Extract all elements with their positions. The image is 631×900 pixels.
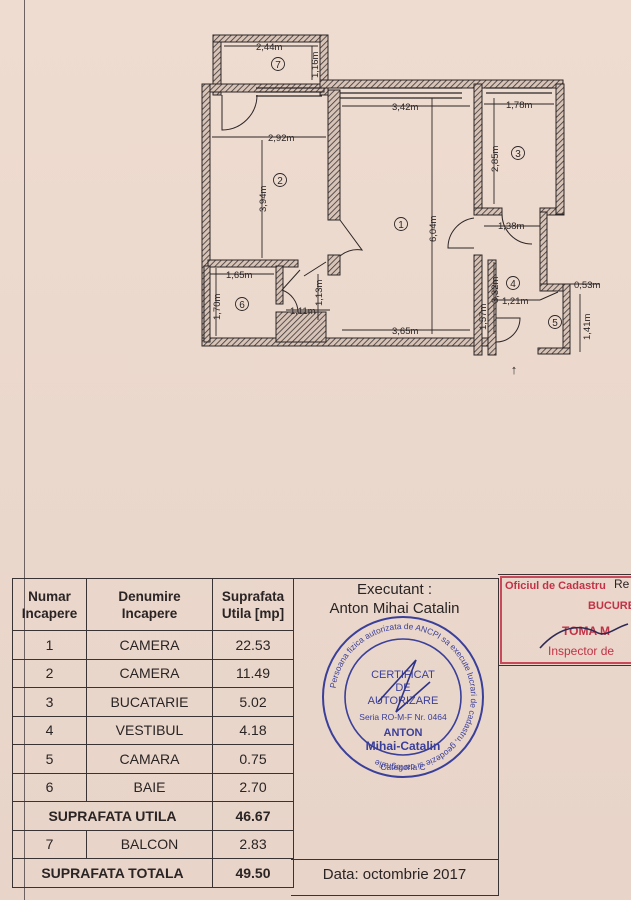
cell-room-area: 11.49: [212, 658, 294, 688]
dim-room3-width: 1,78m: [506, 100, 532, 111]
room-number-3: 3: [515, 149, 521, 160]
cell-room-name: BAIE: [86, 772, 213, 802]
cell-room-number: 1: [12, 630, 87, 660]
room-number-5: 5: [552, 318, 558, 329]
dim-room1-width: 3,42m: [392, 102, 418, 113]
executant-panel: Executant : Anton Mihai Catalin Data: oc…: [291, 578, 499, 896]
cell-room-area: 2.70: [212, 772, 294, 802]
authorization-seal: Persoana fizica autorizata de ANCPI sa e…: [322, 616, 484, 778]
dim-balcony-depth: 1,16m: [310, 52, 321, 78]
cell-room-name: VESTIBUL: [86, 715, 213, 745]
cell-room-area: 2.83: [212, 829, 294, 859]
cell-room-number: 5: [12, 744, 87, 774]
dim-room5-width: 0,53m: [574, 280, 600, 291]
entrance-arrow-icon: ↑: [511, 362, 518, 377]
cell-room-name: BUCATARIE: [86, 687, 213, 717]
dim-room6-width: 1,65m: [226, 270, 252, 281]
signature-mark: [377, 659, 431, 713]
window-lines: [256, 87, 552, 99]
subtotal-label: SUPRAFATA UTILA: [12, 801, 213, 831]
dimension-labels: 2,44m 1,16m 3,42m 1,78m 2,92m 2,85m 3,94…: [212, 42, 600, 340]
seal-series: Seria RO-M-F Nr. 0464: [359, 712, 447, 722]
seal-authorization-line: AUTORIZARE: [368, 695, 439, 707]
cell-room-number: 3: [12, 687, 87, 717]
table-row: 2 CAMERA 11.49: [12, 658, 294, 688]
cell-room-area: 5.02: [212, 687, 294, 717]
table-row: 5 CAMARA 0.75: [12, 744, 294, 774]
cell-room-name: CAMERA: [86, 658, 213, 688]
total-label: SUPRAFATA TOTALA: [12, 858, 213, 888]
room-number-1: 1: [398, 220, 404, 231]
room-numbers: 7 2 1 3 4 5 6: [235, 57, 562, 329]
dim-room6-depth: 1,70m: [212, 294, 223, 320]
room-number-4: 4: [510, 279, 516, 290]
subtotal-row: SUPRAFATA UTILA 46.67: [12, 801, 294, 831]
seal-given-name: Mihai-Catalin: [366, 739, 441, 753]
cell-room-number: 7: [12, 829, 87, 859]
dim-room1-depth: 6,04m: [428, 216, 439, 242]
cell-room-number: 2: [12, 658, 87, 688]
table-header-row: Numar Incapere Denumire Incapere Suprafa…: [12, 578, 294, 631]
room-area-table: Numar Incapere Denumire Incapere Suprafa…: [12, 578, 294, 888]
room-number-6: 6: [239, 300, 245, 311]
seal-outer-ring: [322, 616, 484, 778]
room-number-7: 7: [275, 60, 281, 71]
seal-surname: ANTON: [384, 727, 423, 739]
dim-bath-door-height: 1,13m: [314, 280, 325, 306]
document-date: Data: octombrie 2017: [322, 866, 467, 883]
total-area: 49.50: [212, 858, 294, 888]
dim-bath-door-width: 1,11m: [290, 306, 316, 317]
office-signature-mark: [539, 623, 629, 649]
cell-room-number: 6: [12, 772, 87, 802]
header-room-name: Denumire Incapere: [86, 578, 213, 631]
executant-divider: [291, 859, 498, 860]
table-row: 3 BUCATARIE 5.02: [12, 687, 294, 717]
dim-room4-depth: 3,32m: [490, 277, 501, 303]
office-stamp-line5: Inspector de: [548, 644, 615, 658]
header-usable-area: Suprafata Utila [mp]: [212, 578, 294, 631]
dim-room2-width: 2,92m: [268, 133, 294, 144]
executant-title: Executant :: [356, 581, 433, 598]
office-stamp-line2: Re: [614, 577, 630, 591]
floor-plan: 2,44m 1,16m 3,42m 1,78m 2,92m 2,85m 3,94…: [201, 34, 600, 377]
office-stamp-area: [498, 574, 631, 666]
dim-balcony-width: 2,44m: [256, 42, 282, 53]
dim-room5-depth: 1,41m: [582, 314, 593, 340]
dim-room2-depth: 3,94m: [258, 186, 269, 212]
dim-room3-depth: 2,85m: [490, 146, 501, 172]
dim-bottom-width: 3,65m: [392, 326, 418, 337]
office-stamp-line1: Oficiul de Cadastru: [505, 580, 606, 592]
header-room-number: Numar Incapere: [12, 578, 87, 631]
cell-room-area: 4.18: [212, 715, 294, 745]
cell-room-number: 4: [12, 715, 87, 745]
cell-room-name: CAMERA: [86, 630, 213, 660]
walls: [201, 34, 571, 356]
subtotal-area: 46.67: [212, 801, 294, 831]
room-number-2: 2: [277, 176, 283, 187]
table-row: 4 VESTIBUL 4.18: [12, 715, 294, 745]
dim-hall-segment: 1,57m: [478, 304, 489, 330]
total-row: SUPRAFATA TOTALA 49.50: [12, 858, 294, 888]
page-margin-line: [24, 0, 25, 900]
dim-room5-door: 1,21m: [502, 296, 528, 307]
table-row: 6 BAIE 2.70: [12, 772, 294, 802]
seal-category: Categoria C: [380, 762, 425, 772]
table-row: 7 BALCON 2.83: [12, 829, 294, 859]
office-stamp: [500, 576, 631, 664]
cell-room-name: CAMARA: [86, 744, 213, 774]
cell-room-area: 22.53: [212, 630, 294, 660]
executant-name: Anton Mihai Catalin: [329, 600, 460, 617]
dimension-lines: [210, 45, 600, 352]
cell-room-name: BALCON: [86, 829, 213, 859]
table-row: 1 CAMERA 22.53: [12, 630, 294, 660]
cell-room-area: 0.75: [212, 744, 294, 774]
dim-room4-width: 1,38m: [498, 221, 524, 232]
office-stamp-line3: BUCURE: [588, 600, 631, 612]
seal-inner-ring: [344, 638, 462, 756]
